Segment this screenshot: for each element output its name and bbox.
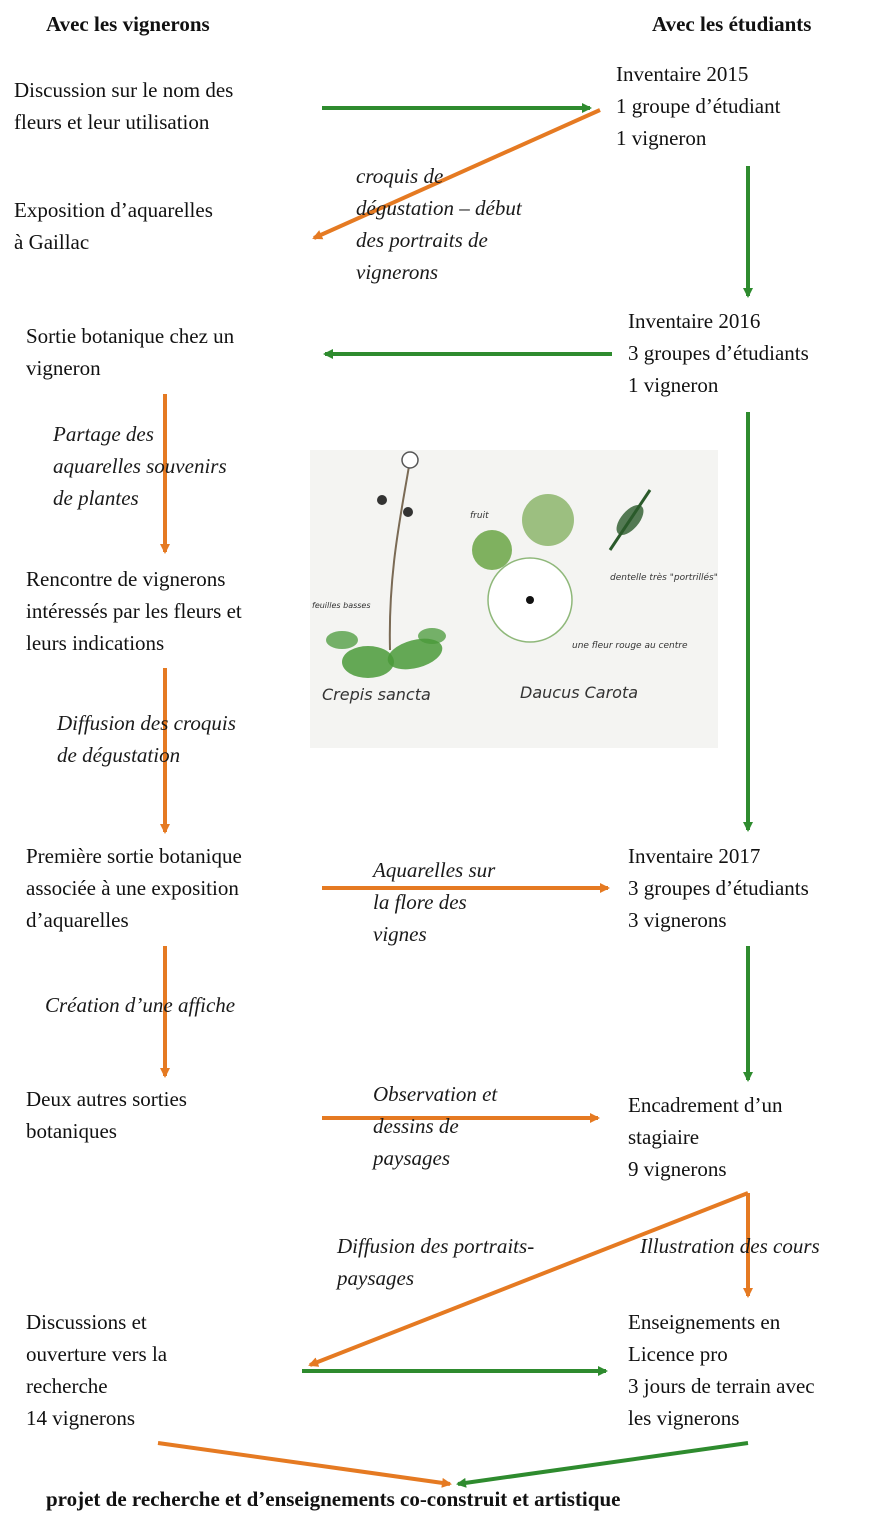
watercolor-sketch: Crepis sancta Daucus Carota fruit dentel… [310, 450, 718, 748]
footer-conclusion: projet de recherche et d’enseignements c… [46, 1487, 621, 1511]
sketch-note-fruit: fruit [470, 511, 489, 521]
sketch-label-right: Daucus Carota [520, 683, 638, 702]
label-illustration: Illustration des cours [640, 1234, 820, 1258]
box-inv2015: Inventaire 2015 1 groupe d’étudiant 1 vi… [616, 62, 781, 150]
label-aquarelles-flore: Aquarelles sur la flore des vignes [373, 858, 496, 946]
arrow-inv2015-to-exposition [312, 108, 601, 240]
label-creation: Création d’une affiche [45, 993, 236, 1017]
box-discussions: Discussions et ouverture vers la recherc… [26, 1310, 168, 1430]
box-exposition: Exposition d’aquarelles à Gaillac [14, 198, 213, 254]
header-right: Avec les étudiants [652, 12, 812, 36]
label-croquis: croquis de dégustation – début des portr… [356, 164, 522, 284]
box-encadrement: Encadrement d’un stagiaire 9 vignerons [628, 1093, 783, 1181]
label-diffusion-croquis: Diffusion des croquis de dégustation [57, 711, 236, 767]
box-inv2016: Inventaire 2016 3 groupes d’étudiants 1 … [628, 309, 809, 397]
box-inv2017: Inventaire 2017 3 groupes d’étudiants 3 … [628, 844, 809, 932]
sketch-note-feuilles: feuilles basses [312, 601, 371, 610]
sketch-note-fleur: une fleur rouge au centre [572, 641, 688, 651]
arrow-enseignements-to-footer [456, 1441, 749, 1488]
sketch-note-dentelle: dentelle très "portrillés" [610, 572, 718, 583]
arrow-discussions-to-footer [157, 1441, 452, 1488]
box-discussion: Discussion sur le nom des fleurs et leur… [14, 78, 234, 134]
box-enseignements: Enseignements en Licence pro 3 jours de … [628, 1310, 815, 1430]
label-diffusion-portraits: Diffusion des portraits- paysages [337, 1234, 535, 1290]
box-premiere: Première sortie botanique associée à une… [26, 844, 242, 932]
box-deux: Deux autres sorties botaniques [26, 1087, 187, 1143]
leaf-shape [342, 646, 394, 678]
sketch-label-left: Crepis sancta [322, 685, 431, 704]
label-observation: Observation et dessins de paysages [373, 1082, 498, 1170]
arrow-encadrement-to-discussions [308, 1191, 749, 1367]
box-sortie: Sortie botanique chez un vigneron [26, 324, 235, 380]
header-left: Avec les vignerons [46, 12, 210, 36]
label-partage: Partage des aquarelles souvenirs de plan… [53, 422, 227, 510]
box-rencontre: Rencontre de vignerons intéressés par le… [26, 567, 242, 655]
